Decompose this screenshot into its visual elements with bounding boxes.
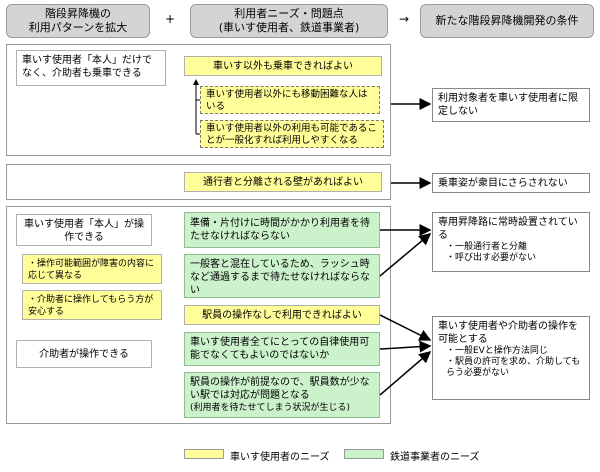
result2-subs: ・一般EVと操作方法同じ ・駅員の許可を求め、介助してもらう必要がない bbox=[438, 346, 584, 379]
header-user-needs: 利用者ニーズ・問題点 (車いす使用者、鉄道事業者) bbox=[190, 4, 388, 38]
section3-result-box-2: 車いす使用者や介助者の操作を可能とする ・一般EVと操作方法同じ ・駅員の許可を… bbox=[432, 316, 590, 400]
header-new-conditions: 新たな階段昇降機開発の条件 bbox=[420, 4, 594, 38]
g3-arrow bbox=[379, 340, 432, 353]
section1-yellow-need: 車いす以外も乗車できればよい bbox=[184, 56, 382, 76]
legend-yellow-label: 車いす使用者のニーズ bbox=[230, 452, 330, 463]
section3-green-need-4-note: (利用者を待たせてしまう状況が生じる) bbox=[190, 403, 351, 413]
section1-result-box: 利用対象者を車いす使用者に限定しない bbox=[432, 88, 590, 122]
header-usage-line2: 利用パターンを拡大 bbox=[28, 21, 128, 34]
section2-result-box: 乗車姿が衆目にさらされない bbox=[432, 173, 590, 193]
ymid-arrow bbox=[379, 314, 432, 341]
result1-sub-2: ・呼び出す必要がない bbox=[446, 253, 537, 263]
result1-subs: ・一般通行者と分離 ・呼び出す必要がない bbox=[438, 242, 584, 264]
header-conditions-text: 新たな階段昇降機開発の条件 bbox=[435, 14, 579, 27]
section3-yellow-need: 駅員の操作なしで利用できればよい bbox=[184, 305, 380, 325]
plus-sign: + bbox=[164, 12, 176, 26]
header-usage-line1: 階段昇降機の bbox=[45, 7, 111, 20]
section1-dashed-note-2: 車いす使用者以外の利用も可能であることが一般化すれば利用しやすくなる bbox=[200, 120, 384, 148]
section3-helper-operate-box: 介助者が操作できる bbox=[16, 340, 152, 368]
result1-main: 専用昇降路に常時設置されている bbox=[438, 217, 578, 241]
legend-green-label: 鉄道事業者のニーズ bbox=[390, 452, 480, 463]
section1-dashed-note-1: 車いす使用者以外にも移動困難な人はいる bbox=[200, 86, 380, 114]
section3-yellow-note-2: ・介助者に操作してもらう方が安心する bbox=[22, 290, 162, 320]
g4-arrow bbox=[379, 351, 432, 396]
header-needs-line2: (車いす使用者、鉄道事業者) bbox=[218, 21, 360, 34]
legend-green-swatch bbox=[344, 449, 384, 459]
legend-yellow-swatch bbox=[184, 449, 224, 459]
section3-green-need-4: 駅員の操作が前提なので、駅員数が少ない駅では対応が問題となる (利用者を待たせて… bbox=[184, 372, 380, 418]
section3-yellow-note-1: ・操作可能範囲が障害の内容に応じて異なる bbox=[22, 254, 162, 284]
arrow-sign: → bbox=[398, 12, 410, 26]
result2-sub-1: ・一般EVと操作方法同じ bbox=[446, 346, 548, 356]
g2-arrow bbox=[379, 233, 432, 277]
header-usage-pattern: 階段昇降機の 利用パターンを拡大 bbox=[6, 4, 150, 38]
section2-yellow-need: 通行者と分離される壁があればよい bbox=[184, 172, 382, 192]
section3-green-need-3: 車いす使用者全てにとっての自律使用可能でなくてもよいのではないか bbox=[184, 332, 380, 366]
section3-green-need-1: 準備・片付けに時間がかかり利用者を待たせなければならない bbox=[184, 212, 380, 248]
section3-result-box-1: 専用昇降路に常時設置されている ・一般通行者と分離 ・呼び出す必要がない bbox=[432, 212, 590, 272]
section3-green-need-4-main: 駅員の操作が前提なので、駅員数が少ない駅では対応が問題となる bbox=[190, 377, 370, 401]
header-needs-line1: 利用者ニーズ・問題点 bbox=[234, 7, 344, 20]
result2-sub-2: ・駅員の許可を求め、介助してもらう必要がない bbox=[446, 357, 581, 378]
section3-user-operate-box: 車いす使用者「本人」が操作できる bbox=[16, 214, 152, 246]
section3-green-need-2: 一般客と混在しているため、ラッシュ時など通過するまで待たせなければならない bbox=[184, 254, 380, 298]
section1-left-box: 車いす使用者「本人」だけでなく、介助者も乗車できる bbox=[16, 50, 166, 86]
result1-sub-1: ・一般通行者と分離 bbox=[446, 242, 528, 252]
result2-main: 車いす使用者や介助者の操作を可能とする bbox=[438, 321, 578, 345]
